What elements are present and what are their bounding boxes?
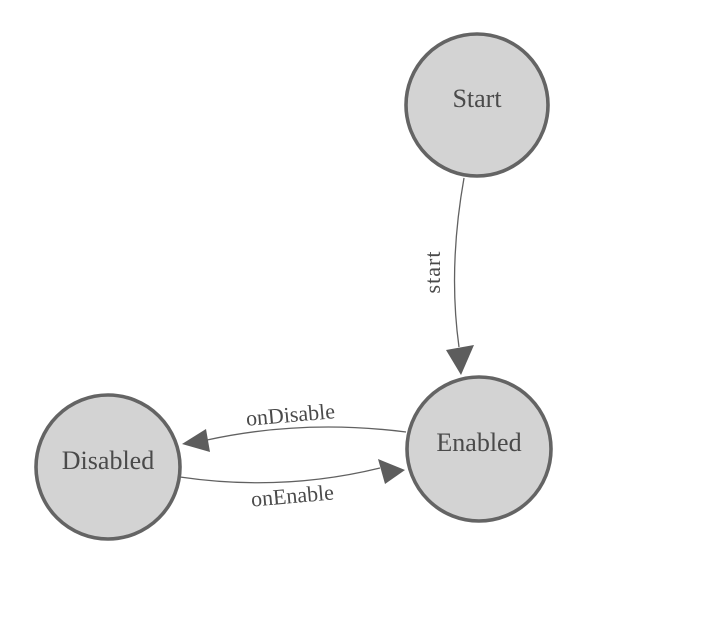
edge-label-start: start — [420, 251, 445, 294]
edge-disabled-to-enabled — [179, 467, 381, 484]
edge-label-ondisable: onDisable — [245, 398, 336, 431]
state-node-disabled-label: Disabled — [62, 446, 154, 475]
state-node-enabled: Enabled — [405, 375, 553, 523]
state-node-enabled-label: Enabled — [436, 428, 521, 457]
edge-label-onenable: onEnable — [250, 479, 335, 511]
arrowhead-enabled-to-disabled — [182, 429, 210, 452]
state-node-enabled-circle — [405, 375, 553, 523]
state-node-start-label: Start — [452, 84, 502, 113]
state-node-disabled-circle — [34, 393, 182, 541]
edge-enabled-to-disabled — [206, 426, 407, 441]
arrowhead-disabled-to-enabled — [378, 459, 405, 484]
arrowhead-start-to-enabled — [446, 345, 474, 375]
state-node-disabled: Disabled — [34, 393, 182, 541]
edge-start-to-enabled — [453, 177, 465, 348]
state-node-start-circle — [404, 32, 550, 178]
state-node-start: Start — [404, 32, 550, 178]
